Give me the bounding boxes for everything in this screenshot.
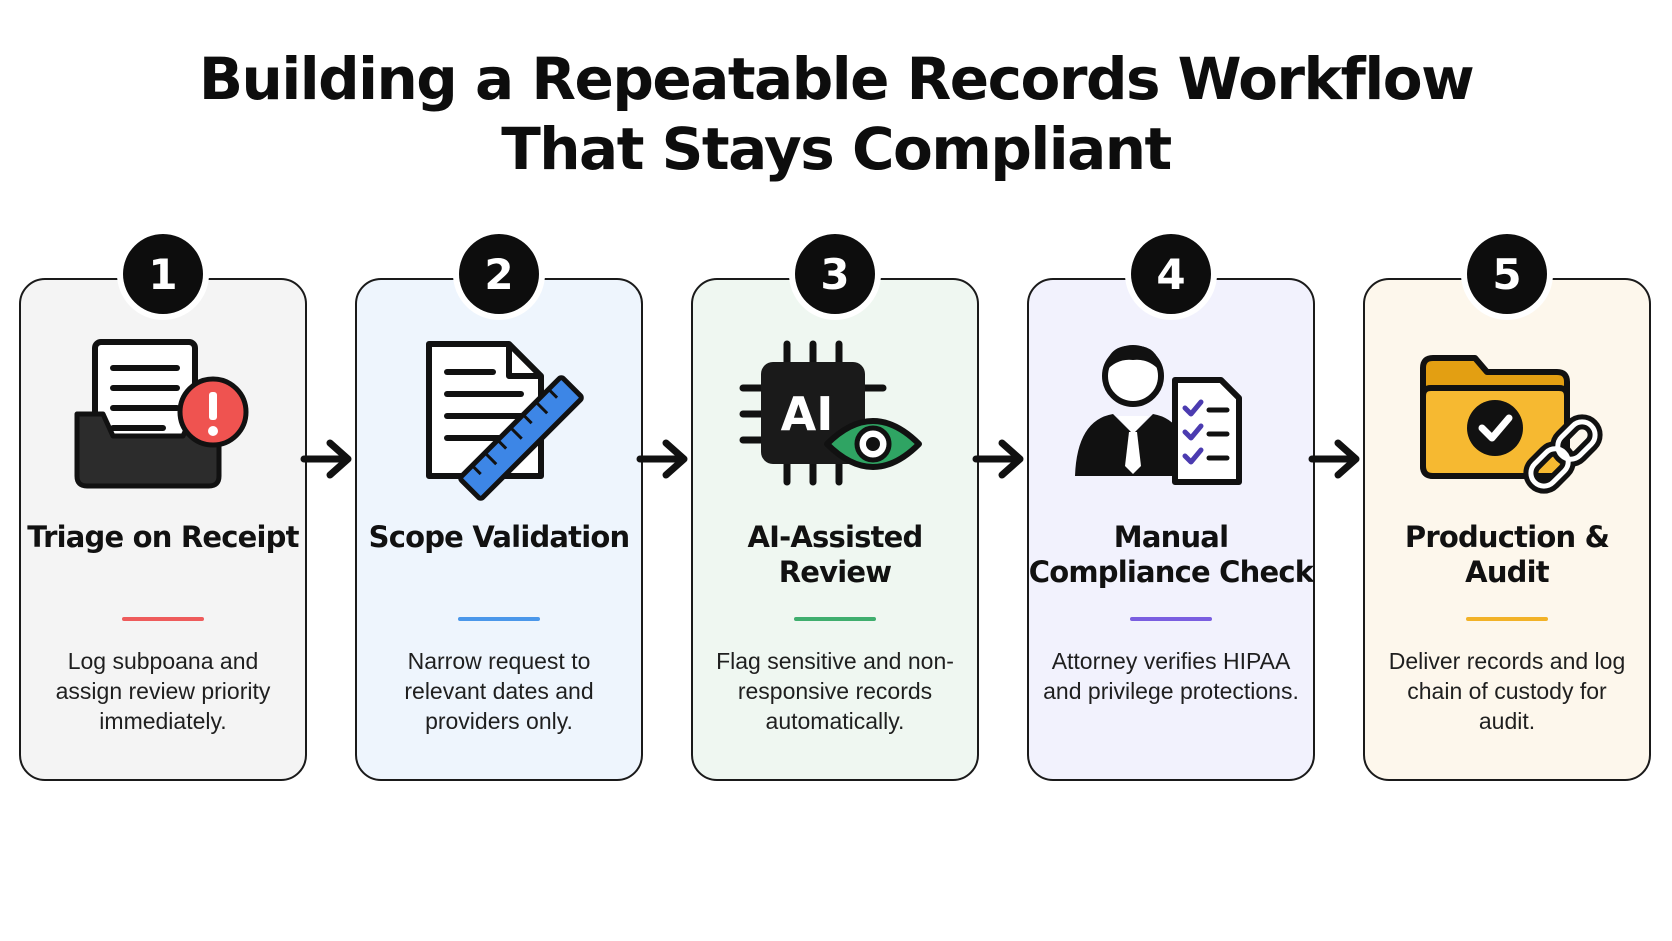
step-card-3 [691,278,979,781]
folder-check-link-icon [1407,336,1607,506]
step-number-badge-2: 2 [459,234,539,314]
step-title-1: Triage on Receipt [27,520,299,554]
step-card-4 [1027,278,1315,781]
step-accent-2 [458,617,540,621]
step-number-badge-1: 1 [123,234,203,314]
arrow-right-icon [300,437,356,481]
step-title-4: Manual Compliance Check [1028,520,1314,589]
document-ruler-icon [399,336,599,506]
title-line-2: That Stays Compliant [501,115,1172,183]
step-title-2: Scope Validation [368,520,631,554]
step-title-5: Production & Audit [1404,520,1610,589]
arrow-right-icon [1308,437,1364,481]
chip-ai-label: AI [781,387,834,441]
ai-chip-eye-icon: AI [735,336,935,506]
title-line-1: Building a Repeatable Records Workflow [198,45,1475,113]
step-accent-3 [794,617,876,621]
step-card-5 [1363,278,1651,781]
step-number-badge-5: 5 [1467,234,1547,314]
step-description-2: Narrow request to relevant dates and pro… [404,648,594,734]
inbox-alert-icon [63,336,263,506]
step-description-5: Deliver records and log chain of custody… [1388,648,1626,734]
arrow-right-icon [636,437,692,481]
step-accent-1 [122,617,204,621]
attorney-checklist-icon [1071,336,1271,506]
arrow-right-icon [972,437,1028,481]
step-description-3: Flag sensitive and non-responsive record… [716,648,954,734]
step-number-badge-4: 4 [1131,234,1211,314]
step-description-1: Log subpoana and assign review priority … [55,648,271,734]
page-title: Building a Repeatable Records Workflow T… [0,44,1672,184]
step-description-4: Attorney verifies HIPAA and privilege pr… [1043,648,1299,704]
step-title-3: AI-Assisted Review [747,520,924,589]
step-accent-4 [1130,617,1212,621]
step-number-badge-3: 3 [795,234,875,314]
step-accent-5 [1466,617,1548,621]
